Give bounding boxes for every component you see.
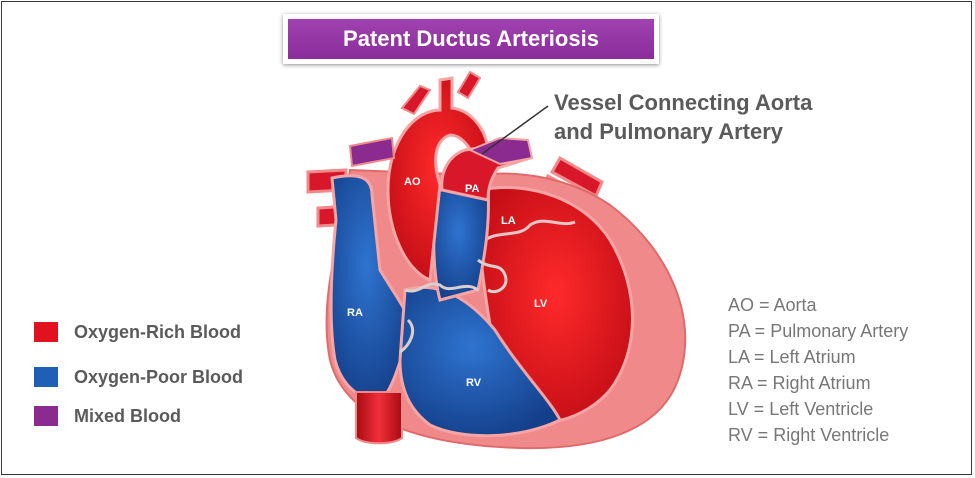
legend-label: Oxygen-Poor Blood xyxy=(74,367,244,387)
legend-item-mixed: Mixed Blood xyxy=(34,404,334,430)
abbreviation-list: AO = Aorta PA = Pulmonary Artery LA = Le… xyxy=(728,292,908,448)
pv-border xyxy=(477,258,508,294)
ductus-arteriosus xyxy=(467,136,534,166)
diagram-title: Patent Ductus Arteriosis xyxy=(288,19,654,59)
legend-label: Mixed Blood xyxy=(74,406,181,426)
la-border xyxy=(484,219,576,242)
tricuspid-border xyxy=(404,282,479,293)
pda-callout: Vessel Connecting Aorta and Pulmonary Ar… xyxy=(554,88,812,146)
legend-swatch-oxygen-poor xyxy=(34,367,58,387)
abbrev-lv: LV = Left Ventricle xyxy=(728,399,874,419)
aortic-branch xyxy=(400,84,432,116)
callout-line-1: Vessel Connecting Aorta xyxy=(554,90,813,115)
right-ventricle xyxy=(398,285,563,438)
callout-line-2: and Pulmonary Artery xyxy=(554,119,784,144)
label-ra: RA xyxy=(347,307,363,319)
left-pulmonary-mixed xyxy=(348,136,396,168)
legend-swatch-mixed xyxy=(34,406,58,426)
abbrev-la: LA = Left Atrium xyxy=(728,347,856,367)
legend-item-oxygen-rich: Oxygen-Rich Blood xyxy=(34,320,334,346)
abbrev-ra: RA = Right Atrium xyxy=(728,373,871,393)
abbrev-rv: RV = Right Ventricle xyxy=(728,425,890,445)
abbrev-pa: PA = Pulmonary Artery xyxy=(728,321,909,341)
title-banner: Patent Ductus Arteriosis xyxy=(283,14,659,64)
aortic-branch-2 xyxy=(456,70,482,100)
abbrev-ao: AO = Aorta xyxy=(728,295,817,315)
legend-label: Oxygen-Rich Blood xyxy=(74,322,242,342)
callout-pointer xyxy=(481,105,549,155)
pulmonary-trunk xyxy=(432,184,491,302)
aorta xyxy=(386,76,490,283)
label-rv: RV xyxy=(466,377,482,389)
label-ao: AO xyxy=(404,176,421,188)
ra-rv-border xyxy=(399,318,414,354)
label-lv: LV xyxy=(534,298,548,310)
label-la: LA xyxy=(501,215,516,227)
inferior-vena-cava xyxy=(355,391,403,445)
legend-item-oxygen-poor: Oxygen-Poor Blood xyxy=(34,365,334,391)
legend-swatch-oxygen-rich xyxy=(34,322,58,342)
label-pa: PA xyxy=(465,183,480,195)
